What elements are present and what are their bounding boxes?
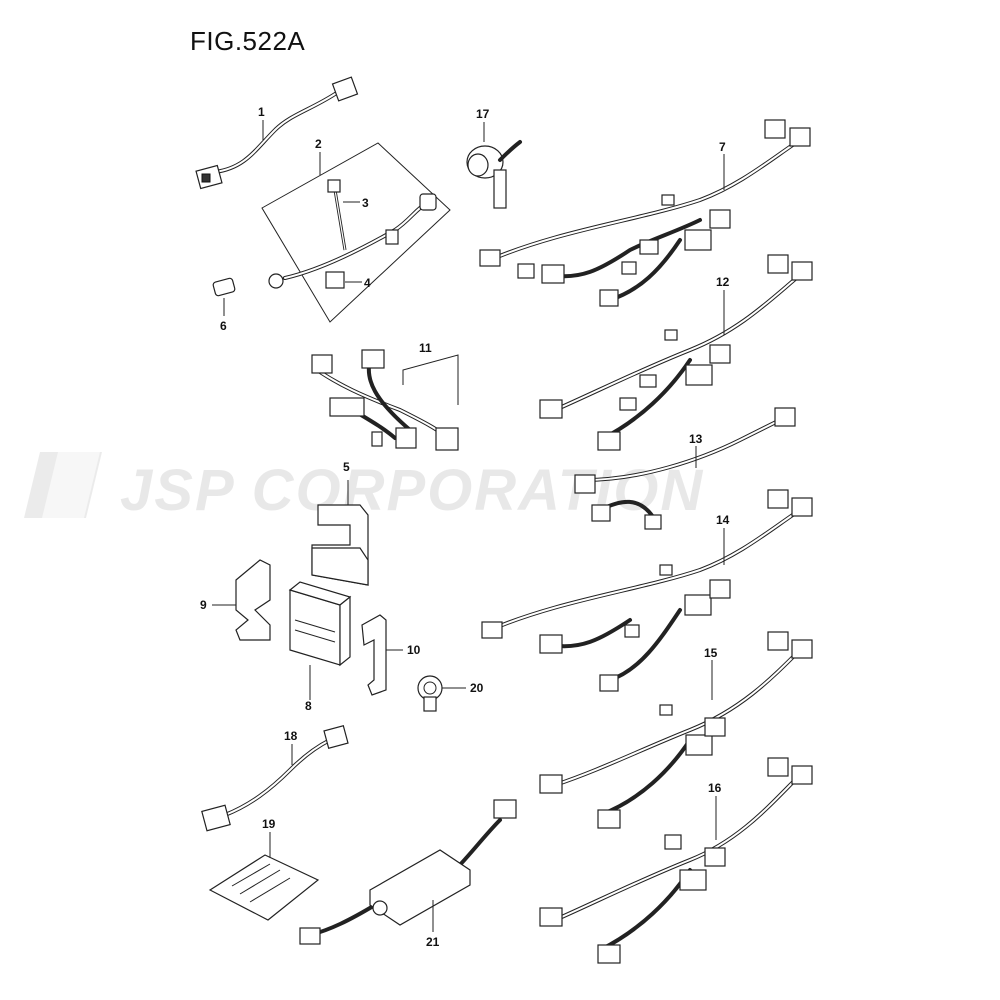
callout-5: 5 <box>343 460 350 474</box>
figure-title: FIG.522A <box>190 26 306 56</box>
callout-11: 11 <box>419 341 432 355</box>
part-8-module <box>288 581 352 667</box>
callout-13: 13 <box>689 432 703 446</box>
callout-15: 15 <box>704 646 718 660</box>
part-4-connector <box>325 271 345 289</box>
callout-9: 9 <box>200 598 207 612</box>
part-5-boot <box>311 504 369 586</box>
leader-lines <box>212 120 725 932</box>
part-18-harness <box>201 724 349 832</box>
part-12-harness <box>539 254 813 451</box>
callout-20: 20 <box>470 681 484 695</box>
callout-2: 2 <box>315 137 322 151</box>
part-6-cap <box>212 277 236 297</box>
callout-8: 8 <box>305 699 312 713</box>
callout-4: 4 <box>364 276 371 290</box>
part-3-cable-tie <box>327 179 347 251</box>
part-9-bracket <box>235 559 271 641</box>
callout-1: 1 <box>258 105 265 119</box>
watermark-text: JSP CORPORATION <box>120 458 704 523</box>
part-19-bag <box>208 854 320 921</box>
part-17-sensor <box>466 140 522 209</box>
part-21-filter <box>299 799 517 945</box>
callout-10: 10 <box>407 643 421 657</box>
part-1-harness <box>195 76 359 190</box>
callout-21: 21 <box>426 935 440 949</box>
part-10-bracket <box>361 614 387 696</box>
callout-3: 3 <box>362 196 369 210</box>
callout-labels: 1 2 3 4 5 6 7 8 9 10 11 12 13 14 15 16 1… <box>200 105 730 949</box>
callout-18: 18 <box>284 729 298 743</box>
part-14-harness <box>481 489 813 692</box>
callout-19: 19 <box>262 817 276 831</box>
callout-14: 14 <box>716 513 730 527</box>
part-11-harness <box>311 349 459 451</box>
part-13-harness <box>574 407 796 530</box>
callout-17: 17 <box>476 107 490 121</box>
part-15-harness <box>539 631 813 829</box>
part-16-harness <box>539 757 813 964</box>
callout-16: 16 <box>708 781 722 795</box>
part-2-kit <box>261 142 451 323</box>
part-20-clamp <box>417 675 443 712</box>
callout-12: 12 <box>716 275 730 289</box>
callout-7: 7 <box>719 140 726 154</box>
part-7-main-harness <box>479 119 811 307</box>
callout-6: 6 <box>220 319 227 333</box>
